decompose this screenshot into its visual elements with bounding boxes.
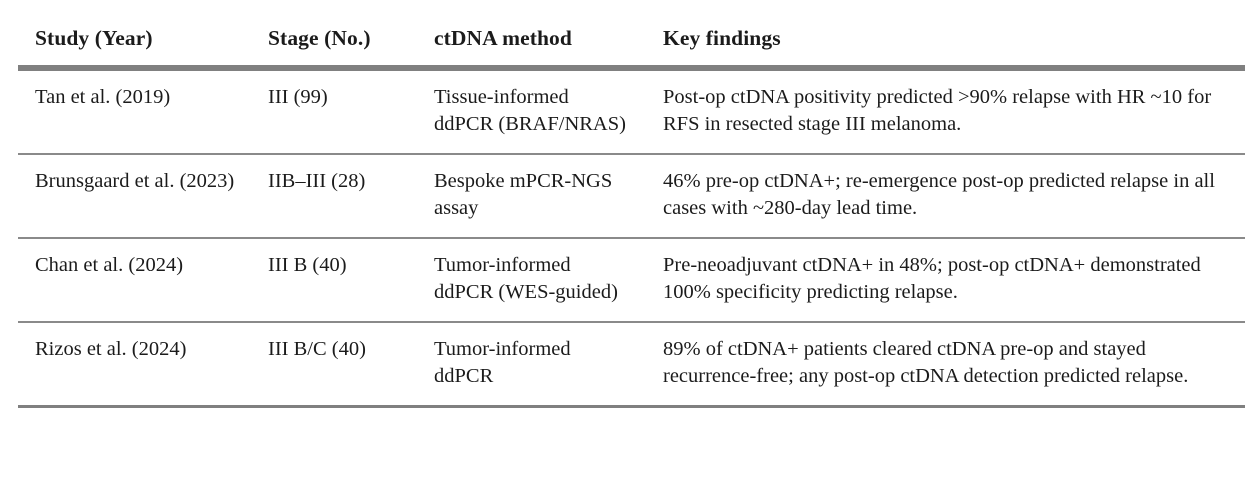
- study-table-container: Study (Year) Stage (No.) ctDNA method Ke…: [18, 12, 1245, 408]
- cell-study: Tan et al. (2019): [35, 85, 171, 108]
- rule-row-3: [18, 320, 1245, 323]
- table-header: Study (Year) Stage (No.) ctDNA method Ke…: [18, 12, 1245, 65]
- row-divider: [18, 152, 1245, 155]
- row-divider: [18, 320, 1245, 323]
- table-row: Rizos et al. (2024) III B/C (40) Tumor-i…: [18, 323, 1245, 405]
- header-row: Study (Year) Stage (No.) ctDNA method Ke…: [18, 12, 1245, 65]
- cell-key-findings: Pre-neoadjuvant ctDNA+ in 48%; post-op c…: [663, 253, 1201, 304]
- table-bottom-rule: [18, 404, 1245, 408]
- ctdna-studies-table: Study (Year) Stage (No.) ctDNA method Ke…: [18, 12, 1245, 408]
- cell-ctdna-method: Tissue-informed ddPCR (BRAF/NRAS): [434, 85, 626, 136]
- rule-row-2: [18, 236, 1245, 239]
- table-row: Chan et al. (2024) III B (40) Tumor-info…: [18, 239, 1245, 321]
- column-header-study: Study (Year): [35, 26, 153, 50]
- table-body: Tan et al. (2019) III (99) Tissue-inform…: [18, 67, 1245, 408]
- cell-ctdna-method: Tumor-informed ddPCR (WES-guided): [434, 253, 618, 304]
- row-divider: [18, 236, 1245, 239]
- cell-stage: III B/C (40): [268, 337, 366, 360]
- cell-stage: IIB–III (28): [268, 169, 366, 192]
- table-top-rule: [18, 64, 1245, 68]
- cell-study: Brunsgaard et al. (2023): [35, 169, 235, 192]
- cell-study: Chan et al. (2024): [35, 253, 184, 276]
- column-header-stage: Stage (No.): [268, 26, 371, 50]
- header-rule: [18, 67, 1245, 71]
- table-row: Brunsgaard et al. (2023) IIB–III (28) Be…: [18, 155, 1245, 237]
- cell-key-findings: Post-op ctDNA positivity predicted >90% …: [663, 85, 1212, 136]
- rule-header: [18, 67, 1245, 71]
- cell-ctdna-method: Tumor-informed ddPCR: [434, 337, 571, 388]
- table-row: Tan et al. (2019) III (99) Tissue-inform…: [18, 71, 1245, 153]
- cell-stage: III (99): [268, 85, 328, 108]
- rule-row-1: [18, 152, 1245, 155]
- column-header-key-findings: Key findings: [663, 26, 781, 50]
- cell-ctdna-method: Bespoke mPCR-NGS assay: [434, 169, 613, 220]
- rule-bottom: [18, 404, 1245, 408]
- cell-stage: III B (40): [268, 253, 347, 276]
- column-header-ctdna-method: ctDNA method: [434, 26, 572, 50]
- rule-top: [18, 64, 1245, 68]
- cell-study: Rizos et al. (2024): [35, 337, 187, 360]
- cell-key-findings: 89% of ctDNA+ patients cleared ctDNA pre…: [663, 337, 1189, 388]
- cell-key-findings: 46% pre-op ctDNA+; re-emergence post-op …: [663, 169, 1215, 220]
